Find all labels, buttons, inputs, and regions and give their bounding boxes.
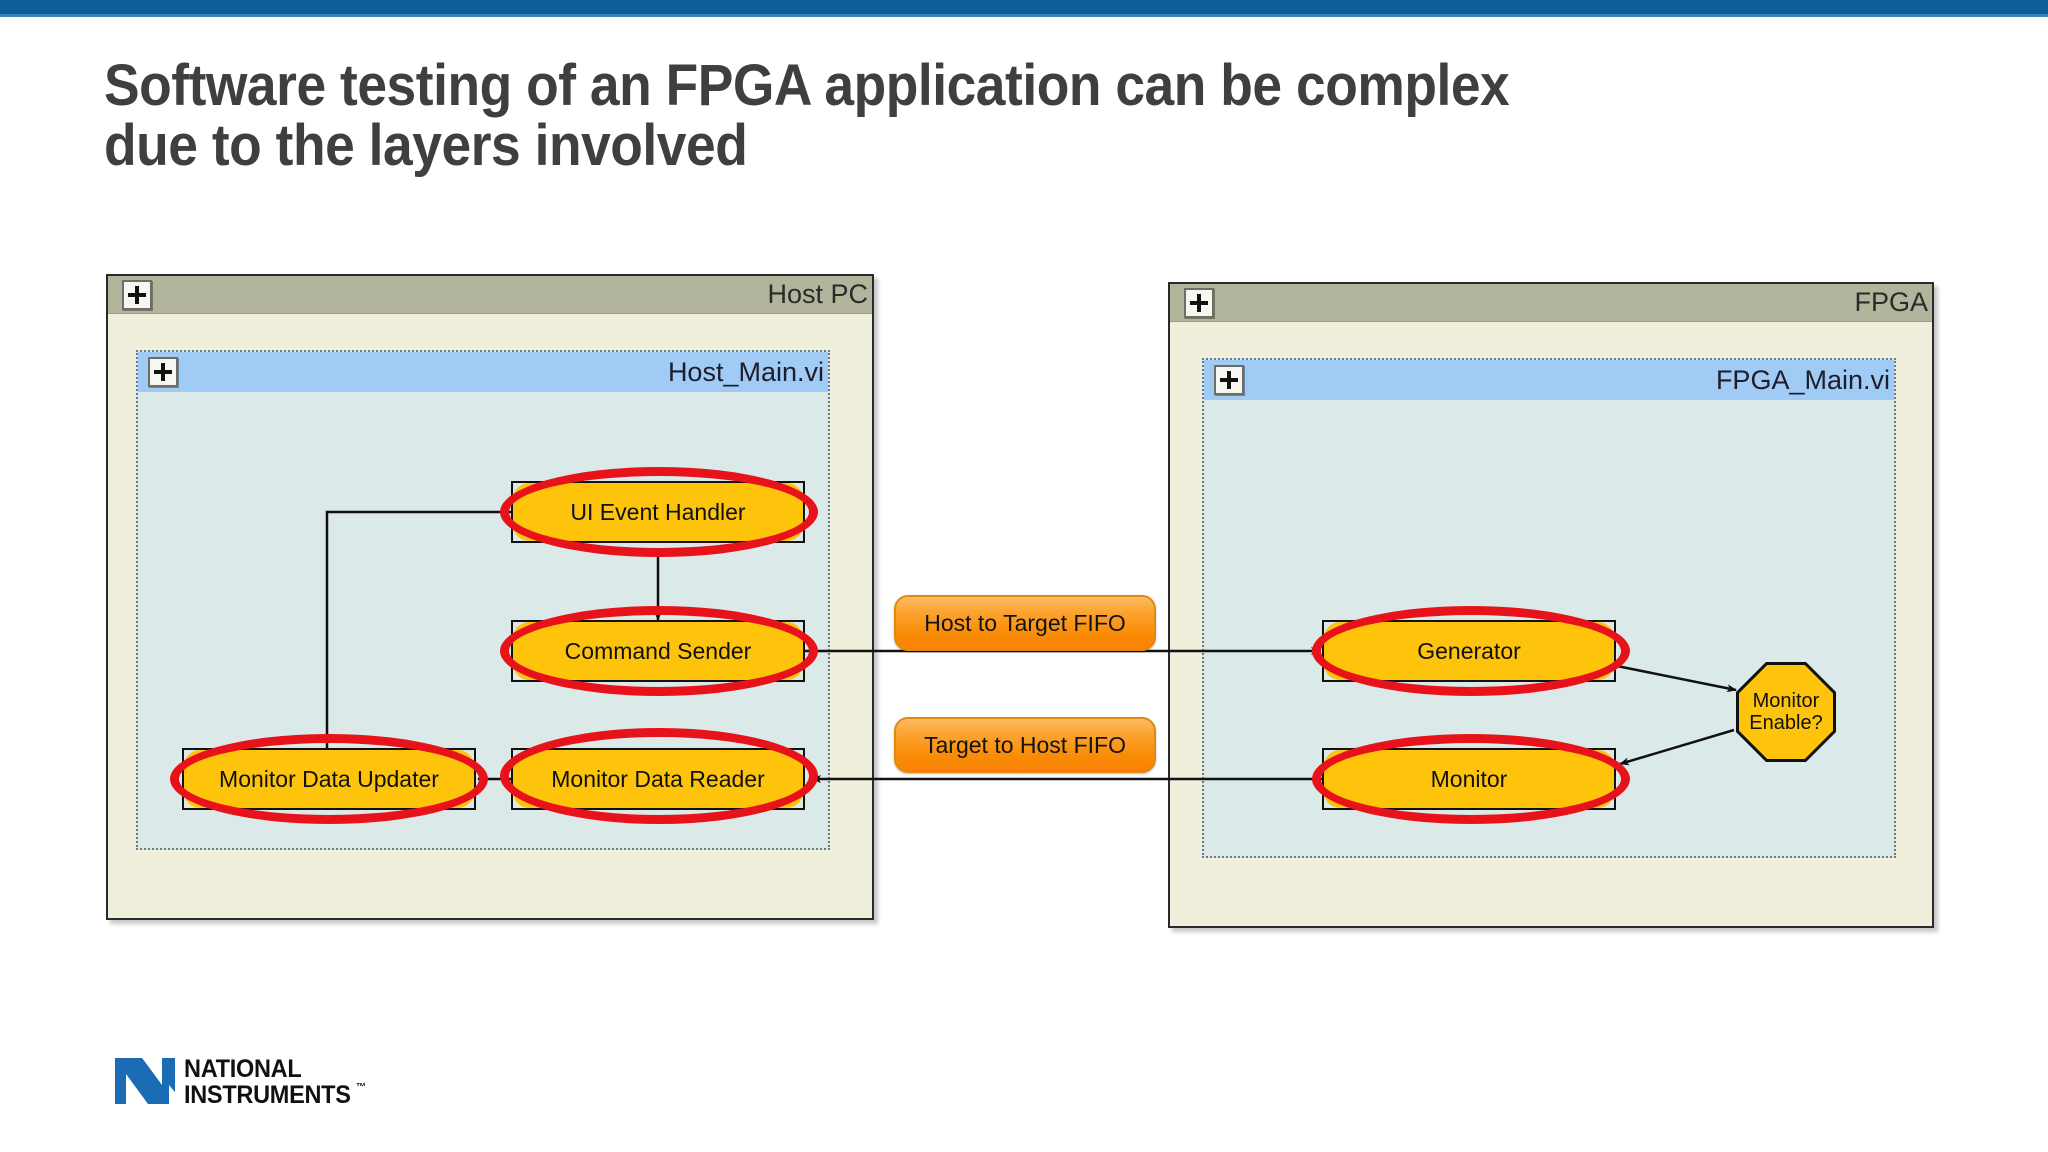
page-title: Software testing of an FPGA application … xyxy=(104,53,1510,178)
node-monitor-data-updater-fill xyxy=(184,750,474,808)
panel-host-pc-title: Host PC xyxy=(767,279,868,309)
panel-host-main-vi-expander-icon[interactable] xyxy=(148,357,178,387)
node-generator[interactable]: Generator xyxy=(1322,620,1616,682)
panel-fpga-main-vi-header: FPGA_Main.vi xyxy=(1204,360,1894,400)
node-ui-event-handler[interactable]: UI Event Handler xyxy=(511,481,805,543)
panel-fpga-main-vi-expander-icon[interactable] xyxy=(1214,365,1244,395)
panel-fpga-expander-icon[interactable] xyxy=(1184,288,1214,318)
node-monitor-data-reader-fill xyxy=(513,750,803,808)
node-monitor[interactable]: Monitor xyxy=(1322,748,1616,810)
node-monitor-data-updater[interactable]: Monitor Data Updater xyxy=(182,748,476,810)
fifo-host-to-target[interactable]: Host to Target FIFO xyxy=(894,595,1156,651)
panel-host-main-vi-title: Host_Main.vi xyxy=(667,356,824,387)
node-command-sender[interactable]: Command Sender xyxy=(511,620,805,682)
top-accent-underline xyxy=(0,14,2048,17)
panel-host-pc-header: Host PC xyxy=(108,276,872,314)
panel-fpga-main-vi-title: FPGA_Main.vi xyxy=(1715,364,1890,395)
node-generator-fill xyxy=(1324,622,1614,680)
ni-trademark: ™ xyxy=(356,1082,366,1093)
node-monitor-fill xyxy=(1324,750,1614,808)
node-monitor-label: Monitor xyxy=(1430,765,1508,792)
node-monitor-data-updater-label: Monitor Data Updater xyxy=(219,765,439,792)
fifo-target-to-host[interactable]: Target to Host FIFO xyxy=(894,717,1156,773)
ni-eagle-mark xyxy=(115,1058,175,1104)
node-command-sender-label: Command Sender xyxy=(564,637,752,664)
ni-wordmark-line1: NATIONAL xyxy=(184,1055,302,1083)
ni-wordmark-line2: INSTRUMENTS xyxy=(184,1081,351,1109)
panel-host-pc-expander-icon[interactable] xyxy=(122,280,152,310)
node-generator-label: Generator xyxy=(1417,637,1521,664)
panel-fpga-title: FPGA xyxy=(1854,287,1928,317)
node-ui-event-handler-label: UI Event Handler xyxy=(570,498,746,525)
top-accent-bar xyxy=(0,0,2048,14)
node-command-sender-fill xyxy=(513,622,803,680)
panel-fpga[interactable]: FPGA FPGA_Main.vi xyxy=(1168,282,1934,928)
node-monitor-enable[interactable]: Monitor Enable? xyxy=(1739,665,1833,759)
node-ui-event-handler-fill xyxy=(513,483,803,541)
node-monitor-data-reader[interactable]: Monitor Data Reader xyxy=(511,748,805,810)
panel-host-pc[interactable]: Host PC Host_Main.vi xyxy=(106,274,874,920)
panel-fpga-header: FPGA xyxy=(1170,284,1932,322)
node-monitor-data-reader-label: Monitor Data Reader xyxy=(551,765,765,792)
node-monitor-enable-label: Monitor Enable? xyxy=(1749,689,1823,734)
panel-host-main-vi-header: Host_Main.vi xyxy=(138,352,828,392)
fifo-host-to-target-label: Host to Target FIFO xyxy=(924,609,1126,636)
fifo-target-to-host-label: Target to Host FIFO xyxy=(924,731,1126,758)
